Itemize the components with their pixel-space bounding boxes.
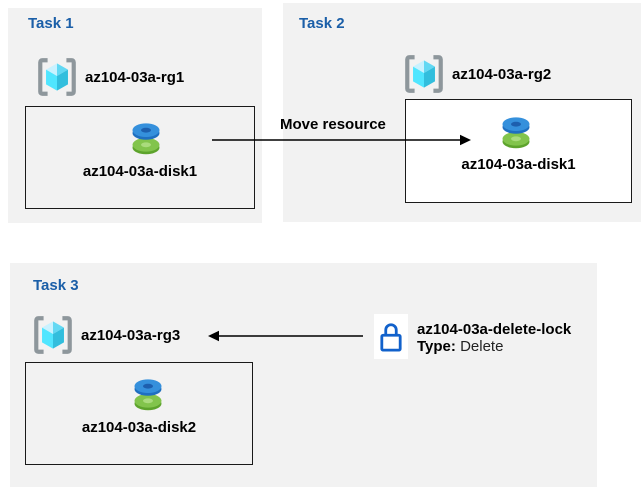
task2-title: Task 2 bbox=[299, 15, 345, 32]
disk-label: az104-03a-disk1 bbox=[82, 163, 198, 180]
lock-type-label: Type: bbox=[417, 338, 456, 355]
task3-resource-box: az104-03a-disk2 bbox=[25, 362, 253, 465]
lock-annotation: az104-03a-delete-lock Type: Delete bbox=[417, 321, 571, 355]
lock-name: az104-03a-delete-lock bbox=[417, 321, 572, 338]
resource-group-icon bbox=[34, 56, 80, 98]
task1-resource-group: az104-03a-rg1 bbox=[34, 56, 184, 98]
lock-type-value: Delete bbox=[460, 338, 504, 355]
disk-icon bbox=[126, 120, 166, 158]
task3-resource-group: az104-03a-rg3 bbox=[30, 314, 180, 356]
disk-icon bbox=[128, 376, 168, 414]
task1-title: Task 1 bbox=[28, 15, 74, 32]
task1-panel: Task 1 az104-03a-rg1 az104-03a-disk1 bbox=[8, 8, 262, 223]
move-resource-label: Move resource bbox=[280, 116, 386, 133]
disk-icon bbox=[496, 114, 536, 152]
resource-group-label: az104-03a-rg2 bbox=[452, 65, 552, 83]
resource-group-icon bbox=[401, 53, 447, 95]
resource-group-icon bbox=[30, 314, 76, 356]
task2-panel: Task 2 az104-03a-rg2 az104-03a-disk1 bbox=[283, 3, 641, 222]
disk-label: az104-03a-disk2 bbox=[81, 419, 197, 436]
resource-group-label: az104-03a-rg3 bbox=[81, 326, 181, 344]
task2-resource-group: az104-03a-rg2 bbox=[401, 53, 551, 95]
resource-group-label: az104-03a-rg1 bbox=[85, 68, 185, 86]
task3-panel: Task 3 az104-03a-rg3 az104-03a-disk2 bbox=[10, 263, 597, 487]
lock-icon bbox=[377, 318, 405, 356]
task3-title: Task 3 bbox=[33, 277, 79, 294]
task1-resource-box: az104-03a-disk1 bbox=[25, 106, 255, 209]
task2-resource-box: az104-03a-disk1 bbox=[405, 99, 632, 203]
disk-label: az104-03a-disk1 bbox=[461, 156, 576, 173]
lock-badge bbox=[374, 314, 408, 359]
lock-type: Type: Delete bbox=[417, 338, 571, 355]
